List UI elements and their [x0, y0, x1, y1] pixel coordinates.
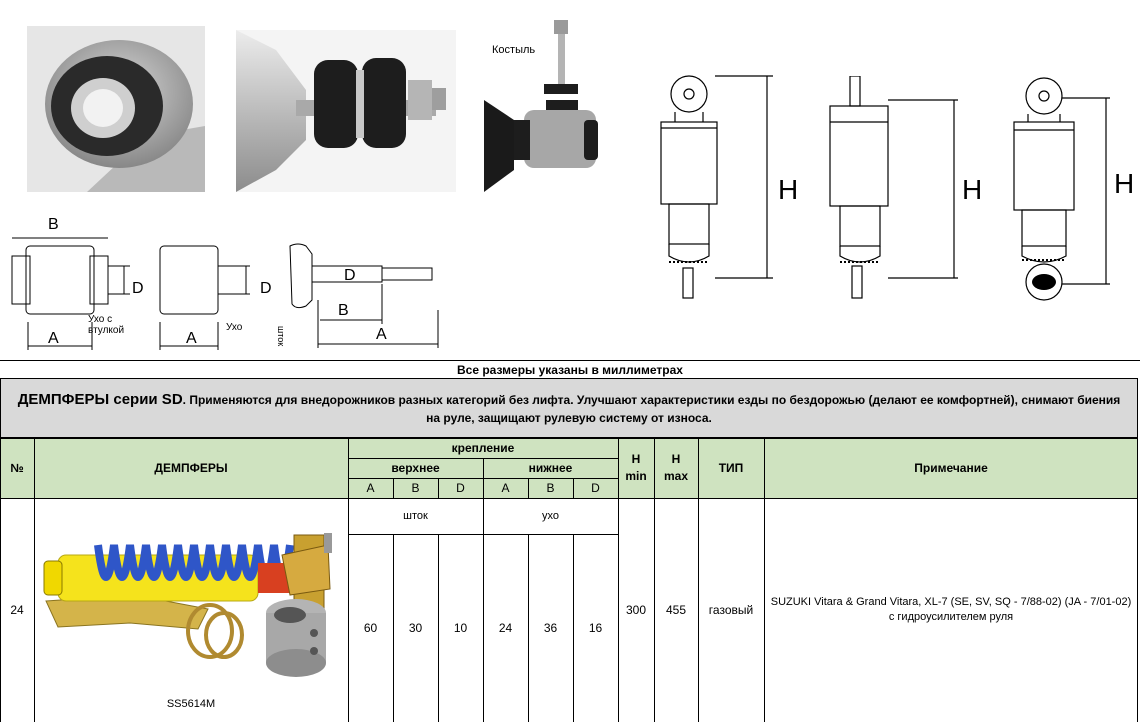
kostyl-label: Костыль [492, 44, 536, 56]
header-upper-d: D [438, 478, 483, 498]
bushing-eye-photo [27, 26, 205, 192]
shock-diagram-eye-eye [1013, 77, 1110, 301]
header-dampers: ДЕМПФЕРЫ [34, 438, 348, 498]
lower-a-value: 24 [498, 621, 513, 635]
dim-a-label-2: A [186, 330, 197, 347]
dim-a-label: A [48, 330, 59, 347]
stem-mount-photo [236, 30, 456, 192]
lower-mount-type: ухо [542, 510, 559, 522]
type-value: газовый [708, 603, 754, 617]
shock-diagram-eye-pin [660, 75, 773, 299]
eye-diagram [159, 245, 250, 350]
header-lower-a: A [483, 478, 528, 498]
header-upper-b: B [393, 478, 438, 498]
eye-bushing-diagram [11, 237, 130, 350]
row-num: 24 [10, 603, 24, 617]
header-type: ТИП [698, 438, 764, 498]
upper-a-value: 60 [363, 621, 378, 635]
eye-label: Ухо [226, 322, 243, 333]
header-h-max: H max [654, 438, 698, 498]
product-photo [43, 533, 332, 677]
upper-mount-type: шток [403, 510, 428, 522]
pin-mount-photo [484, 20, 610, 192]
shock-diagram-pin-pin [829, 76, 958, 299]
stem-label: шток [276, 326, 286, 347]
header-mount: крепление [348, 438, 618, 458]
lower-d-value: 16 [588, 621, 603, 635]
upper-d-value: 10 [453, 621, 468, 635]
stem-diagram [289, 243, 439, 348]
upper-b-value: 30 [408, 621, 423, 635]
lower-b-value: 36 [543, 621, 558, 635]
h-max-value: 455 [665, 603, 687, 617]
header-lower: нижнее [483, 458, 618, 478]
eye-bushing-label: Ухо с втулкой [88, 314, 125, 336]
dim-h-label-2: H [962, 174, 983, 205]
header-lower-b: B [528, 478, 573, 498]
product-model: SS5614M [166, 698, 216, 710]
dim-d-label: D [132, 280, 144, 297]
dim-h-label: H [778, 174, 799, 205]
header-note: Примечание [764, 438, 1138, 498]
series-title-banner: ДЕМПФЕРЫ серии SD. Применяются для внедо… [0, 378, 1138, 438]
series-description: . Применяются для внедорожников разных к… [182, 393, 1121, 425]
application-note: SUZUKI Vitara & Grand Vitara, XL-7 (SE, … [770, 596, 1132, 623]
header-upper-a: A [348, 478, 393, 498]
header-lower-d: D [573, 478, 618, 498]
dim-d-label-2: D [260, 280, 272, 297]
dim-b-label-2: B [338, 302, 349, 319]
header-upper: верхнее [348, 458, 483, 478]
header-h-min: H min [618, 438, 654, 498]
dim-d-label-3: D [344, 267, 356, 284]
header-num: № [0, 438, 34, 498]
series-title-block: ДЕМПФЕРЫ серии SD. Применяются для внедо… [1, 379, 1137, 427]
dim-b-label: B [48, 216, 59, 233]
h-min-value: 300 [625, 603, 647, 617]
series-title: ДЕМПФЕРЫ серии SD [17, 391, 183, 408]
dim-a-label-3: A [376, 326, 387, 343]
dim-h-label-3: H [1114, 168, 1135, 199]
units-note: Все размеры указаны в миллиметрах [0, 360, 1140, 379]
